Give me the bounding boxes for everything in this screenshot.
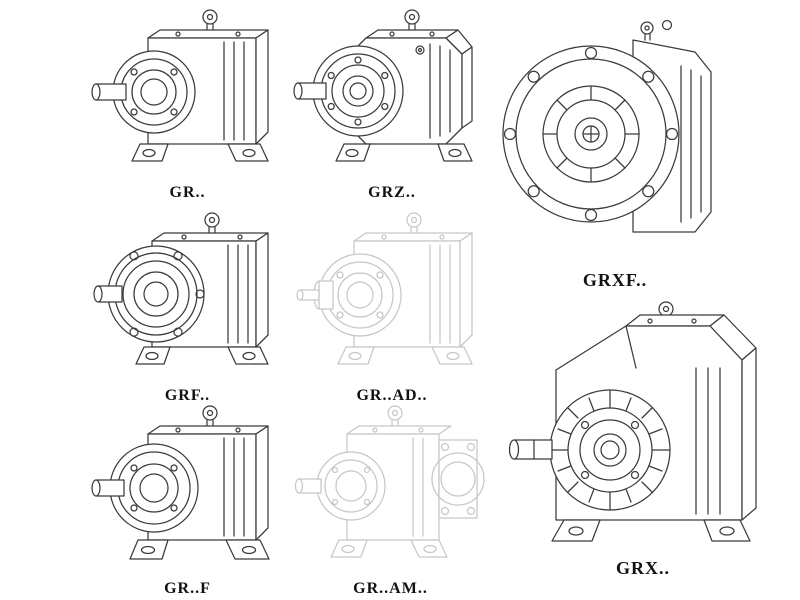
input-shaft [293,82,327,100]
input-flange [106,245,205,343]
mounting-feet [130,143,269,162]
mounting-feet [337,346,473,365]
grf-gearbox-drawing [92,212,269,365]
gr-ad-gearbox-drawing [296,212,473,365]
output-flange [502,45,680,223]
mounting-feet [329,539,448,558]
bearing-cover [318,253,402,337]
bearing-cover [315,451,386,521]
bearing-cover [108,443,199,533]
figure-gr-ad: GR..AD.. [292,207,492,405]
grxf-gearbox-drawing [502,19,712,233]
figure-gr-am: GR..AM.. [288,400,493,598]
grz-gearbox-drawing [293,9,473,162]
figure-label-gr-am: GR..AM.. [353,580,428,597]
figure-grz: GRZ.. [292,4,492,202]
figure-gr-f: GR..F [85,400,290,598]
mounting-feet [134,346,269,365]
figure-label-gr: GR.. [169,184,206,201]
bearing-cover [111,50,196,134]
input-shaft [92,285,123,303]
shaft-adapter [296,280,334,310]
input-shaft [90,83,127,101]
ribbed-bearing-boss [549,389,671,511]
eye-bolt [201,405,218,427]
figure-grxf: GRXF.. [495,0,735,291]
figure-label-grf: GRF.. [164,387,211,404]
input-shaft [90,479,125,497]
figure-label-gr-f: GR..F [164,580,211,597]
figure-grf: GRF.. [85,207,290,405]
figure-label-grx: GRX.. [616,558,670,578]
eye-bolt [406,212,422,234]
input-shaft [508,439,553,460]
figure-label-gr-ad: GR..AD.. [356,387,428,404]
figure-label-grz: GRZ.. [368,184,416,201]
gr-f-gearbox-drawing [90,405,270,560]
motor-flange [430,439,485,519]
mounting-feet [128,539,270,560]
gr-gearbox-drawing [90,9,269,162]
housing [146,29,269,145]
eye-bolt [640,19,673,41]
gr-am-gearbox-drawing [294,405,485,558]
eye-bolt [386,405,403,427]
figure-label-grxf: GRXF.. [582,270,648,290]
input-shaft [294,478,322,494]
mounting-feet [551,519,751,542]
mounting-feet [335,143,473,162]
bearing-cover [312,45,404,137]
eye-bolt [203,212,220,234]
eye-bolt [201,9,218,31]
figure-grx: GRX.. [498,298,788,579]
grx-gearbox-drawing [508,301,757,542]
eye-bolt [404,9,420,31]
figure-gr: GR.. [85,4,290,202]
